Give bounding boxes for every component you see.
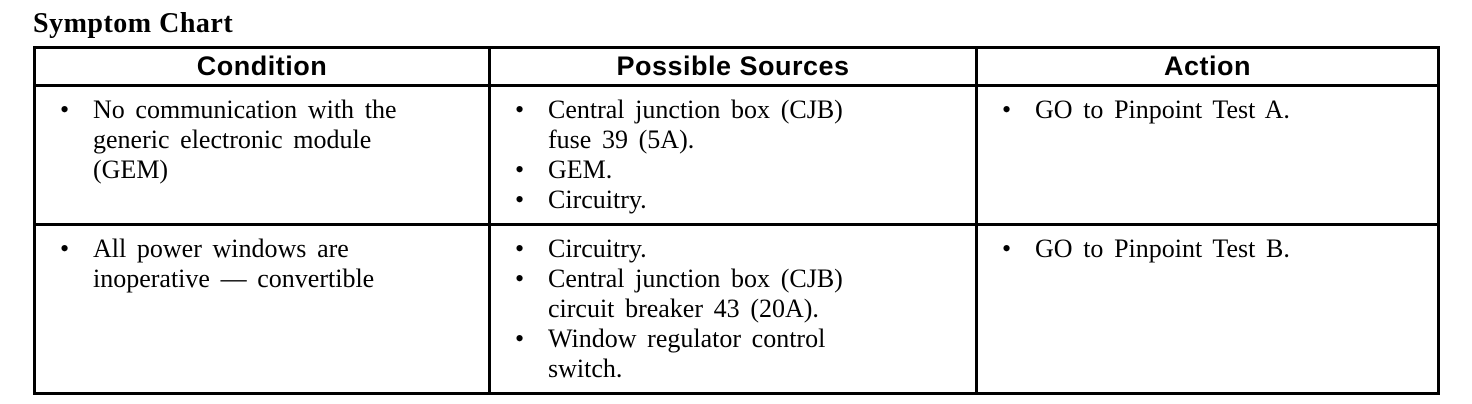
bullet-icon: • bbox=[60, 95, 70, 124]
bullet-list: • GO to Pinpoint Test B. bbox=[978, 234, 1437, 264]
bullet-icon: • bbox=[515, 264, 525, 293]
bullet-text: All power windows are inoperative — conv… bbox=[93, 234, 375, 293]
bullet-list: • No communication with the generic elect… bbox=[36, 95, 488, 185]
bullet-text: No communication with the generic electr… bbox=[93, 95, 397, 184]
header-row: Condition Possible Sources Action bbox=[33, 46, 1440, 87]
bullet-icon: • bbox=[1002, 95, 1012, 124]
table-body: • No communication with the generic elect… bbox=[33, 84, 1440, 395]
column-header-condition: Condition bbox=[33, 46, 491, 87]
bullet-icon: • bbox=[60, 234, 70, 263]
bullet-item: • Circuitry. bbox=[491, 185, 975, 215]
page-title: Symptom Chart bbox=[33, 8, 234, 39]
bullet-text: GO to Pinpoint Test B. bbox=[1035, 234, 1290, 263]
sources-cell: • Circuitry. • Central junction box (CJB) c… bbox=[488, 223, 978, 395]
bullet-icon: • bbox=[515, 95, 525, 124]
bullet-item: • No communication with the generic elect… bbox=[36, 95, 488, 185]
bullet-icon: • bbox=[515, 324, 525, 353]
bullet-item: • Window regulator control switch. bbox=[491, 324, 975, 384]
bullet-text: Circuitry. bbox=[548, 234, 647, 263]
bullet-text: Central junction box (CJB) fuse 39 (5A). bbox=[548, 95, 843, 154]
column-header-action: Action bbox=[975, 46, 1440, 87]
sources-cell: • Central junction box (CJB) fuse 39 (5A)… bbox=[488, 84, 978, 226]
column-header-possible-sources: Possible Sources bbox=[488, 46, 978, 87]
bullet-list: • Central junction box (CJB) fuse 39 (5A)… bbox=[491, 95, 975, 215]
table-row: • No communication with the generic elect… bbox=[33, 84, 1440, 226]
bullet-text: Window regulator control switch. bbox=[548, 324, 826, 383]
bullet-icon: • bbox=[1002, 234, 1012, 263]
bullet-item: • Central junction box (CJB) fuse 39 (5A)… bbox=[491, 95, 975, 155]
bullet-text: Circuitry. bbox=[548, 185, 647, 214]
bullet-list: • Circuitry. • Central junction box (CJB) c… bbox=[491, 234, 975, 384]
action-cell: • GO to Pinpoint Test B. bbox=[975, 223, 1440, 395]
bullet-text: GO to Pinpoint Test A. bbox=[1035, 95, 1290, 124]
bullet-item: • All power windows are inoperative — con… bbox=[36, 234, 488, 294]
bullet-list: • All power windows are inoperative — con… bbox=[36, 234, 488, 294]
bullet-icon: • bbox=[515, 234, 525, 263]
action-cell: • GO to Pinpoint Test A. bbox=[975, 84, 1440, 226]
bullet-icon: • bbox=[515, 185, 525, 214]
symptom-table: Condition Possible Sources Action • No co… bbox=[33, 46, 1440, 395]
condition-cell: • No communication with the generic elect… bbox=[33, 84, 491, 226]
bullet-list: • GO to Pinpoint Test A. bbox=[978, 95, 1437, 125]
bullet-item: • Circuitry. bbox=[491, 234, 975, 264]
bullet-item: • GO to Pinpoint Test B. bbox=[978, 234, 1437, 264]
condition-cell: • All power windows are inoperative — con… bbox=[33, 223, 491, 395]
bullet-item: • GEM. bbox=[491, 155, 975, 185]
symptom-chart-page: Symptom Chart Condition Possible Sources… bbox=[33, 8, 1440, 395]
bullet-text: Central junction box (CJB) circuit break… bbox=[548, 264, 843, 323]
bullet-item: • Central junction box (CJB) circuit brea… bbox=[491, 264, 975, 324]
table-row: • All power windows are inoperative — con… bbox=[33, 223, 1440, 395]
bullet-item: • GO to Pinpoint Test A. bbox=[978, 95, 1437, 125]
bullet-text: GEM. bbox=[548, 155, 613, 184]
bullet-icon: • bbox=[515, 155, 525, 184]
